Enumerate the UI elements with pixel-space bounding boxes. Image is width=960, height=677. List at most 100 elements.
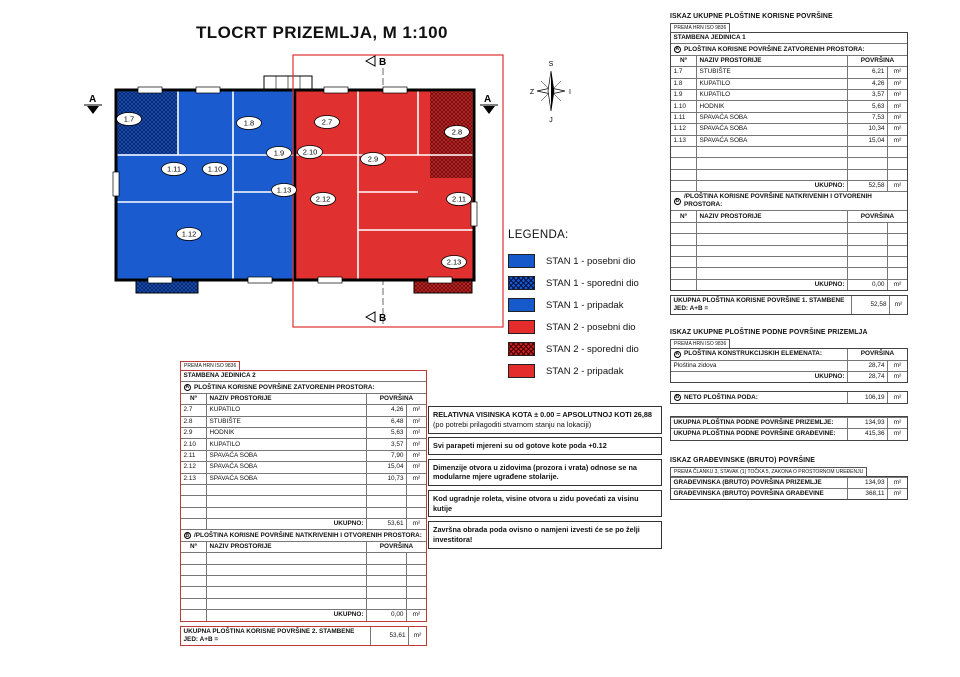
column-header-row: Nº NAZIV PROSTORIJE POVRŠINA [181, 540, 426, 553]
note-text: RELATIVNA VISINSKA KOTA ± 0.00 = APSOLUT… [433, 410, 652, 419]
badge-a: A [673, 45, 681, 54]
legend-title: LEGENDA: [508, 229, 569, 241]
room-label: 1.13 [271, 183, 297, 197]
room-label: 1.8 [236, 116, 262, 130]
law-ref: PREMA ČLANKU 3, STAVAK (1) TOČKA 5, ZAKO… [670, 466, 868, 477]
svg-text:2.11: 2.11 [452, 195, 466, 204]
badge-b: B [183, 531, 191, 540]
note-text: Svi parapeti mjereni su od gotove kote p… [433, 441, 607, 451]
empty-row [181, 506, 426, 519]
interior-walls [116, 90, 474, 280]
notes-panel: RELATIVNA VISINSKA KOTA ± 0.00 = APSOLUT… [428, 406, 662, 552]
svg-text:2.8: 2.8 [452, 128, 462, 137]
area-row: 2.11 SPAVAĆA SOBA 7,90 m² [181, 449, 426, 462]
empty-row [181, 495, 426, 507]
total-row-a: UKUPNO: 52,58 m² [671, 180, 907, 192]
unit-title: STAMBENA JEDINICA 2 [183, 372, 256, 380]
total-row-a: UKUPNO: 28,74 m² [671, 370, 907, 383]
legend-item: STAN 1 - sporedni dio [508, 276, 683, 290]
empty-row [671, 221, 907, 234]
podna-summary-table: UKUPNA PLOŠTINA PODNE POVRŠINE PRIZEMLJE… [670, 415, 908, 441]
empty-row [181, 597, 426, 610]
svg-text:1.12: 1.12 [182, 230, 197, 239]
empty-row [181, 586, 426, 598]
svg-text:1.13: 1.13 [277, 186, 292, 195]
total-row-b: UKUPNO: 0,00 m² [181, 609, 426, 621]
empty-row [671, 233, 907, 245]
badge-a: A [183, 383, 191, 392]
room-label: 1.7 [116, 112, 142, 126]
area-row: 2.10 KUPATILO 3,57 m² [181, 438, 426, 450]
empty-row [181, 552, 426, 564]
column-header-row: Nº NAZIV PROSTORIJE POVRŠINA [181, 392, 426, 405]
note-text: Završna obrada poda ovisno o namjeni izv… [433, 524, 640, 544]
svg-text:2.13: 2.13 [447, 258, 462, 267]
room-label: 2.11 [446, 192, 472, 206]
total-row-b: UKUPNO: 0,00 m² [671, 278, 907, 291]
windows [112, 86, 478, 284]
area-row: 1.12 SPAVAĆA SOBA 10,34 m² [671, 123, 907, 135]
note: Svi parapeti mjereni su od gotove kote p… [428, 437, 662, 456]
svg-text:1.10: 1.10 [208, 165, 223, 174]
area-row: 2.7 KUPATILO 4,26 m² [181, 405, 426, 416]
bruto-row: GRAĐEVINSKA (BRUTO) POVRŠINA GRAĐEVINE 3… [671, 487, 907, 500]
standard-ref: PREMA HRN ISO 9836 [670, 339, 731, 350]
area-row: 1.7 STUBIŠTE 6,21 m² [671, 67, 907, 78]
legend: LEGENDA: STAN 1 - posebni dio STAN 1 - s… [508, 229, 683, 386]
note: Završna obrada poda ovisno o namjeni izv… [428, 520, 662, 549]
column-header-row: Nº NAZIV PROSTORIJE POVRŠINA [671, 210, 907, 222]
svg-text:1.7: 1.7 [124, 115, 134, 124]
section-marker-a-left: A [84, 94, 102, 114]
svg-text:1.11: 1.11 [167, 165, 181, 174]
svg-text:A: A [89, 94, 96, 105]
area-row: 2.9 HODNIK 5,63 m² [181, 426, 426, 439]
section-marker-b-top: B [364, 55, 386, 68]
note: Dimenzije otvora u zidovima (prozora i v… [428, 458, 662, 487]
stan2-pripadak-swatch [508, 364, 535, 378]
legend-item: STAN 2 - sporedni dio [508, 342, 683, 356]
zidovi-row: Ploština zidova 28,74 m² [671, 359, 907, 371]
standard-ref: PREMA HRN ISO 9836 [180, 361, 241, 371]
bruto-table: GRAĐEVINSKA (BRUTO) POVRŠINA PRIZEMLJE 1… [670, 475, 908, 501]
compass-rose: S Z I J [530, 61, 571, 124]
legend-item: STAN 1 - posebni dio [508, 254, 683, 268]
unit-title: STAMBENA JEDINICA 1 [673, 34, 746, 42]
svg-text:1.9: 1.9 [274, 149, 284, 158]
standard-ref: PREMA HRN ISO 9836 [670, 23, 731, 33]
column-header-row: Nº NAZIV PROSTORIJE POVRŠINA [671, 54, 907, 67]
area-tables-panel: ISKAZ UKUPNE PLOŠTINE KORISNE POVRŠINE P… [670, 13, 908, 501]
section-marker-a-right: A [480, 94, 498, 114]
empty-row [671, 157, 907, 169]
room-label: 2.8 [444, 125, 470, 139]
room-label: 2.7 [314, 115, 340, 129]
note-text: Kod ugradnje roleta, visine otvora u zid… [433, 493, 639, 513]
svg-text:J: J [549, 117, 553, 124]
bruto-title: ISKAZ GRAĐEVINSKE (BRUTO) POVRŠINE [670, 456, 815, 464]
area-row: 1.9 KUPATILO 3,57 m² [671, 88, 907, 101]
svg-text:2.7: 2.7 [322, 118, 332, 127]
total-row-a: UKUPNO: 53,61 m² [181, 518, 426, 530]
svg-text:B: B [379, 313, 386, 324]
section-b-header: B/PLOŠTINA KORISNE POVRŠINE NATKRIVENIH … [183, 531, 422, 540]
podna-title: ISKAZ UKUPNE PLOŠTINE PODNE POVRŠINE PRI… [670, 329, 868, 337]
empty-row [671, 145, 907, 158]
badge-b: B [673, 393, 681, 402]
svg-text:S: S [549, 61, 554, 68]
stan1-posebni-swatch [508, 254, 535, 268]
svg-text:2.10: 2.10 [303, 148, 318, 157]
stan2-sporedni-swatch [508, 342, 535, 356]
svg-text:A: A [484, 94, 491, 105]
entry-steps [263, 75, 313, 91]
note-subtext: (po potrebi prilagoditi stvarnom stanju … [433, 419, 592, 429]
empty-row [181, 575, 426, 587]
area-row: 2.12 SPAVAĆA SOBA 15,04 m² [181, 461, 426, 473]
summary-row: UKUPNA PLOŠTINA PODNE POVRŠINE PRIZEMLJE… [671, 416, 907, 429]
unit2-area-tables: PREMA HRN ISO 9836 STAMBENA JEDINICA 2 A… [180, 361, 427, 646]
